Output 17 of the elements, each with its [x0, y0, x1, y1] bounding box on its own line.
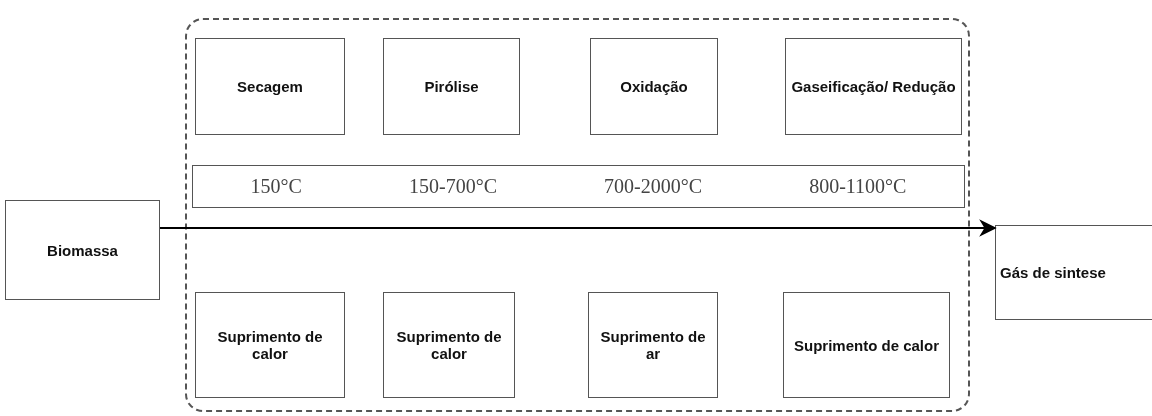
temperature-label: 150°C — [250, 175, 302, 198]
dashed-frame — [185, 18, 970, 412]
temperature-band — [192, 165, 965, 208]
arrow — [160, 219, 997, 237]
process-box: Suprimento de calor — [195, 292, 345, 398]
process-box: Biomassa — [5, 200, 160, 300]
process-box: Gaseificação/ Redução — [785, 38, 962, 135]
process-box: Pirólise — [383, 38, 520, 135]
process-box: Suprimento de ar — [588, 292, 718, 398]
temperature-label: 800-1100°C — [809, 175, 907, 198]
process-box: Gás de sintese — [995, 225, 1152, 320]
temperature-label: 700-2000°C — [604, 175, 703, 198]
process-box: Oxidação — [590, 38, 718, 135]
process-box: Secagem — [195, 38, 345, 135]
process-box: Suprimento de calor — [383, 292, 515, 398]
temperature-label: 150-700°C — [409, 175, 497, 198]
process-box: Suprimento de calor — [783, 292, 950, 398]
